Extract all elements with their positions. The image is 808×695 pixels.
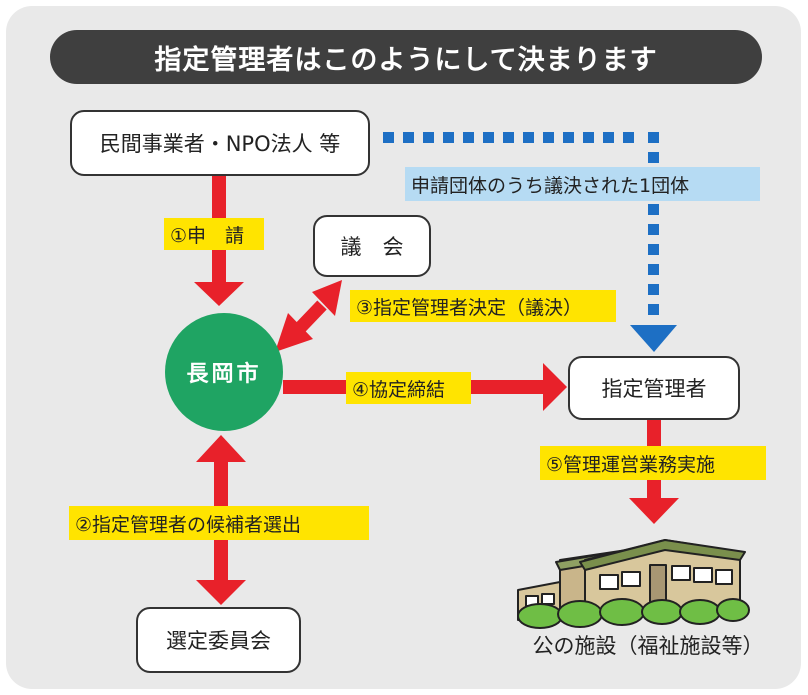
- step-1-label: ①申 請: [164, 218, 264, 250]
- step-5-label: ⑤管理運営業務実施: [540, 446, 766, 480]
- page-title: 指定管理者はこのようにして決まります: [50, 30, 762, 84]
- council-box: 議 会: [313, 215, 431, 277]
- designated-manager-box: 指定管理者: [568, 356, 740, 420]
- facility-caption: 公の施設（福祉施設等）: [532, 634, 764, 658]
- selection-committee-box: 選定委員会: [136, 607, 301, 673]
- step-2-label: ②指定管理者の候補者選出: [69, 506, 369, 540]
- arrow-city-council: [275, 280, 342, 352]
- dotted-arrow-applicant-to-manager: [383, 132, 677, 352]
- city-circle: 長岡市: [165, 313, 283, 431]
- step-4-label: ④協定締結: [346, 372, 471, 404]
- applicant-box: 民間事業者・NPO法人 等: [70, 110, 370, 176]
- step-3-label: ③指定管理者決定（議決）: [350, 290, 616, 322]
- note-selected-applicant: 申請団体のうち議決された1団体: [405, 167, 760, 201]
